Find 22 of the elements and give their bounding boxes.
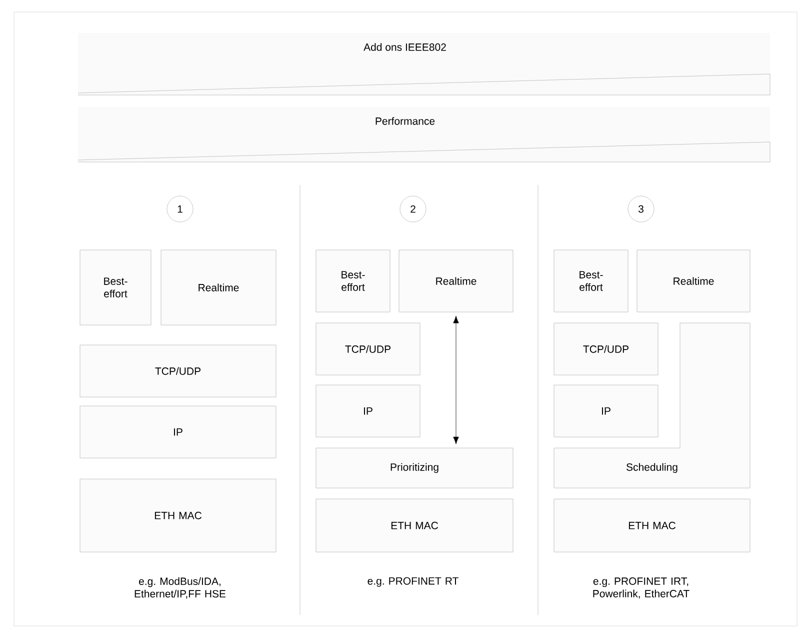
layer-box: ETH MAC (554, 498, 750, 552)
layer-box: TCP/UDP (80, 344, 276, 398)
layer-box: Best-effort (554, 250, 628, 312)
layer-box: Best-effort (316, 250, 390, 312)
layer-band: Performance (78, 107, 770, 162)
example-note: e.g. PROFINET RT (368, 577, 458, 587)
layer-box: Realtime (636, 250, 750, 312)
layer-box: ETH MAC (316, 498, 514, 552)
layer-box: ETH MAC (80, 478, 276, 552)
layer-box: Realtime (398, 250, 514, 312)
layer-band: Add ons IEEE802 (78, 33, 770, 96)
layer-box: IP (316, 384, 420, 438)
example-note: e.g. ModBus/IDA, Ethernet/IP,FF HSE (134, 577, 226, 599)
layer-box: IP (80, 406, 276, 458)
layer-box: TCP/UDP (316, 322, 420, 376)
layer-box: Best-effort (80, 250, 152, 326)
double-arrow (453, 316, 459, 444)
layer-box: IP (554, 384, 658, 438)
example-note: e.g. PROFINET IRT, Powerlink, EtherCAT (593, 577, 690, 599)
layer-box: Prioritizing (316, 448, 514, 488)
layer-box: TCP/UDP (554, 322, 658, 376)
layer-box: Realtime (160, 250, 276, 326)
